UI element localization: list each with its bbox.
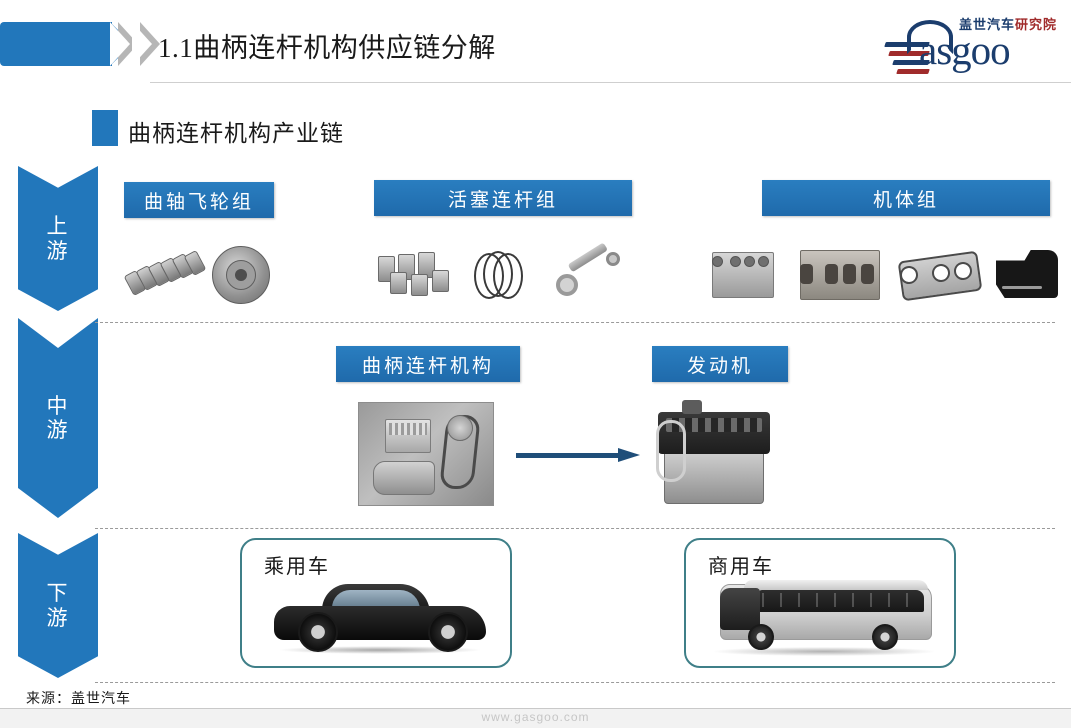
logo-arc-icon [907,20,953,54]
downstream-label-passenger-car: 乘用车 [264,556,330,578]
divider-midstream-downstream [95,528,1055,529]
logo-cn-red: 研究院 [1014,17,1057,32]
flywheel-image [212,246,270,304]
stage-label-midstream-2: 游 [46,418,70,442]
stage-label-upstream-2: 游 [46,238,70,263]
downstream-label-commercial-vehicle: 商用车 [708,556,774,578]
group-label-piston-conrod: 活塞连杆组 [374,180,632,216]
crankshaft-image [123,250,207,298]
passenger-car-image [274,580,486,654]
group-label-engine-body: 机体组 [762,180,1050,216]
stage-label-downstream-1: 下 [46,581,70,606]
header-chevron-inner-1 [110,22,130,66]
footer-bar [0,708,1071,728]
header-chevron-inner-2 [132,22,152,66]
stage-arrow-midstream: 中 游 [18,318,98,518]
flow-right-arrow-icon [516,448,640,462]
source-note: 来源：盖世汽车 [26,692,131,707]
divider-footer [95,682,1055,683]
header-blue-arrow [0,22,112,66]
crank-mechanism-image [358,402,494,506]
section-title: 曲柄连杆机构产业链 [128,121,344,146]
stage-label-upstream-1: 上 [46,214,70,239]
page-title: 1.1曲柄连杆机构供应链分解 [158,33,496,63]
section-title-marker [92,110,118,146]
downstream-box-passenger-car: 乘用车 [240,538,512,668]
group-label-crankshaft-flywheel: 曲轴飞轮组 [124,182,274,218]
head-gasket-image [897,250,983,302]
commercial-bus-image [714,566,934,656]
stage-arrow-upstream: 上 游 [18,166,98,311]
group-label-crank-mechanism: 曲柄连杆机构 [336,346,520,382]
engine-block-image [712,252,774,298]
cylinder-head-image [800,250,880,300]
stage-arrow-downstream: 下 游 [18,533,98,678]
piston-rings-image [474,250,534,302]
watermark: www.gasgoo.com [481,710,590,724]
stage-label-midstream-1: 中 [46,393,70,418]
downstream-box-commercial-vehicle: 商用车 [684,538,956,668]
logo-wordmark: asgoo [919,27,1011,73]
logo-chinese-text: 盖世汽车研究院 [959,14,1057,33]
group-label-engine: 发动机 [652,346,788,382]
pistons-image [378,252,454,300]
gasgoo-logo: 盖世汽车研究院 asgoo [883,12,1059,76]
slide-header: 1.1曲柄连杆机构供应链分解 盖世汽车研究院 asgoo [0,0,1071,88]
divider-upstream-midstream [95,322,1055,323]
header-divider [150,82,1071,83]
connecting-rod-image [556,242,620,298]
oil-pan-image [996,250,1058,298]
engine-image [648,398,780,508]
stage-label-downstream-2: 游 [46,605,70,630]
logo-cn-blue: 盖世汽车 [958,17,1015,32]
